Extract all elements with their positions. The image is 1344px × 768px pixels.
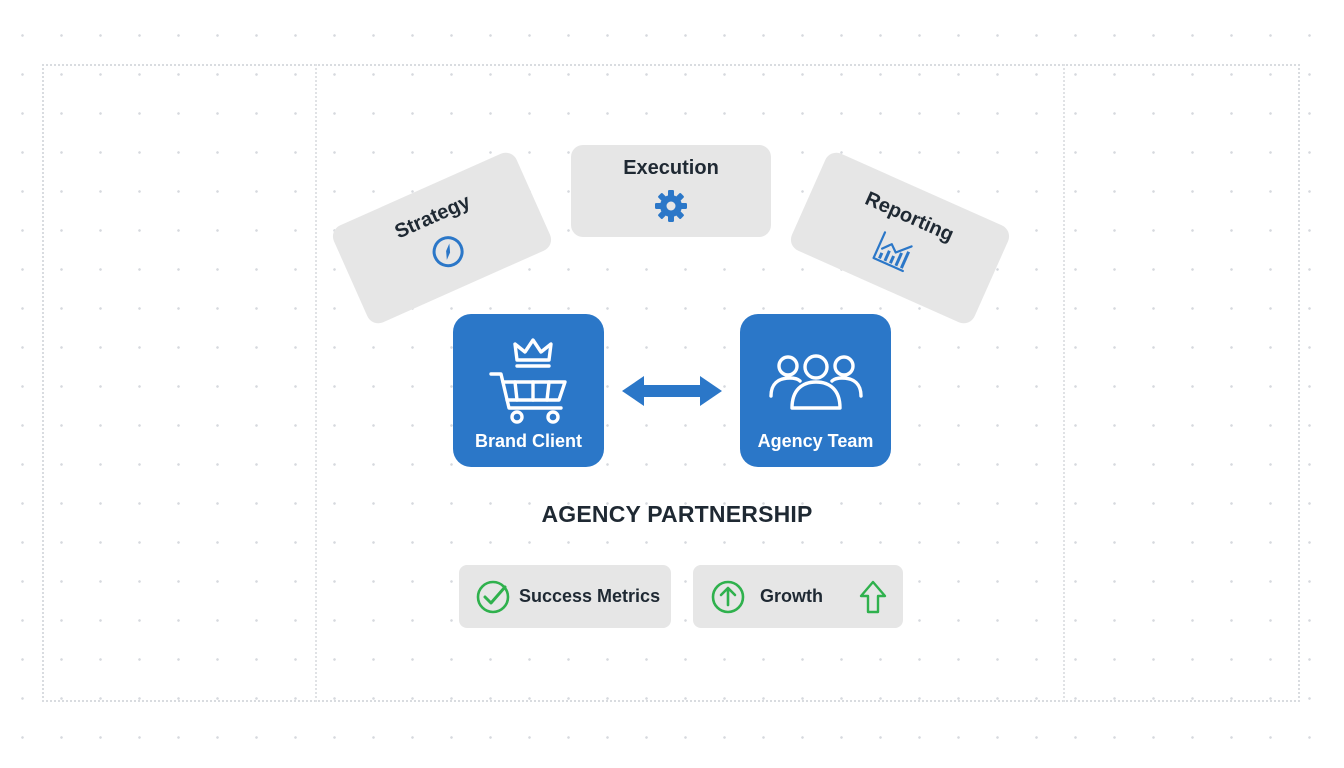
- strategy-card: Strategy: [329, 148, 555, 328]
- arrow-up-outline-icon: [859, 580, 887, 613]
- reporting-card: Reporting: [787, 148, 1013, 328]
- gear-icon: [655, 190, 687, 222]
- success-metrics-label: Success Metrics: [519, 586, 661, 606]
- compass-icon: [432, 236, 464, 268]
- execution-card: Execution: [571, 145, 771, 237]
- group-icon: [768, 354, 863, 410]
- arrow-up-circle-icon: [711, 580, 745, 613]
- canvas-frame: [42, 64, 1300, 702]
- check-circle-icon: [476, 580, 510, 613]
- agency-team-label: Agency Team: [757, 431, 874, 451]
- strategy-label: Strategy: [391, 190, 474, 244]
- success-metrics-pill: Success Metrics: [459, 565, 671, 628]
- execution-label: Execution: [623, 157, 719, 179]
- agency-team-box: Agency Team: [740, 314, 891, 467]
- guide-line-right: [1063, 64, 1065, 702]
- growth-label: Growth: [760, 586, 823, 606]
- guide-line-left: [315, 64, 317, 702]
- brand-client-label: Brand Client: [474, 431, 582, 451]
- diagram-title: AGENCY PARTNERSHIP: [541, 501, 813, 527]
- double-arrow-icon: [622, 376, 722, 406]
- bar-chart-trend-icon: [872, 231, 913, 273]
- growth-pill: Growth: [693, 565, 903, 628]
- brand-client-box: Brand Client: [453, 314, 604, 467]
- shopping-cart-crown-icon: [488, 338, 567, 424]
